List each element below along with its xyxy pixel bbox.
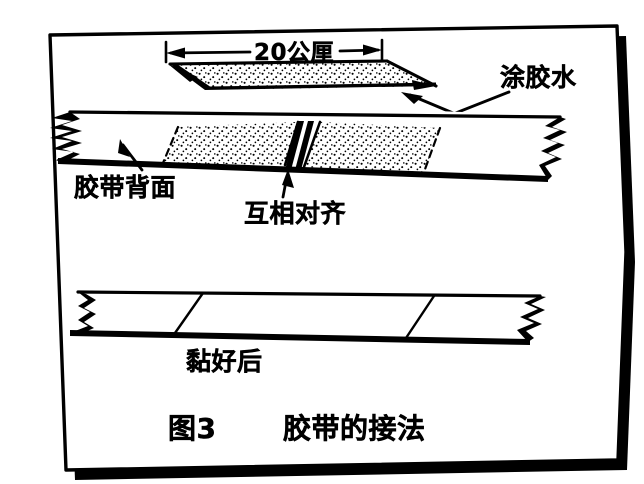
tape-strip-joined xyxy=(70,290,546,345)
label-align: 互相对齐 xyxy=(244,199,347,228)
caption-number: 图3 xyxy=(168,412,216,445)
align-callout-arrow xyxy=(281,169,294,199)
dimension-line xyxy=(164,38,384,64)
caption-title: 胶带的接法 xyxy=(283,412,426,445)
label-glue: 涂胶水 xyxy=(500,63,577,92)
frame-paper xyxy=(48,24,628,472)
tape-strip-unjoined xyxy=(50,106,567,182)
tape-back-callout-arrow xyxy=(118,139,144,172)
label-after-joined: 黏好后 xyxy=(186,347,263,376)
glued-tape-end-piece xyxy=(168,59,438,90)
label-tape-back: 胶带背面 xyxy=(74,173,176,202)
